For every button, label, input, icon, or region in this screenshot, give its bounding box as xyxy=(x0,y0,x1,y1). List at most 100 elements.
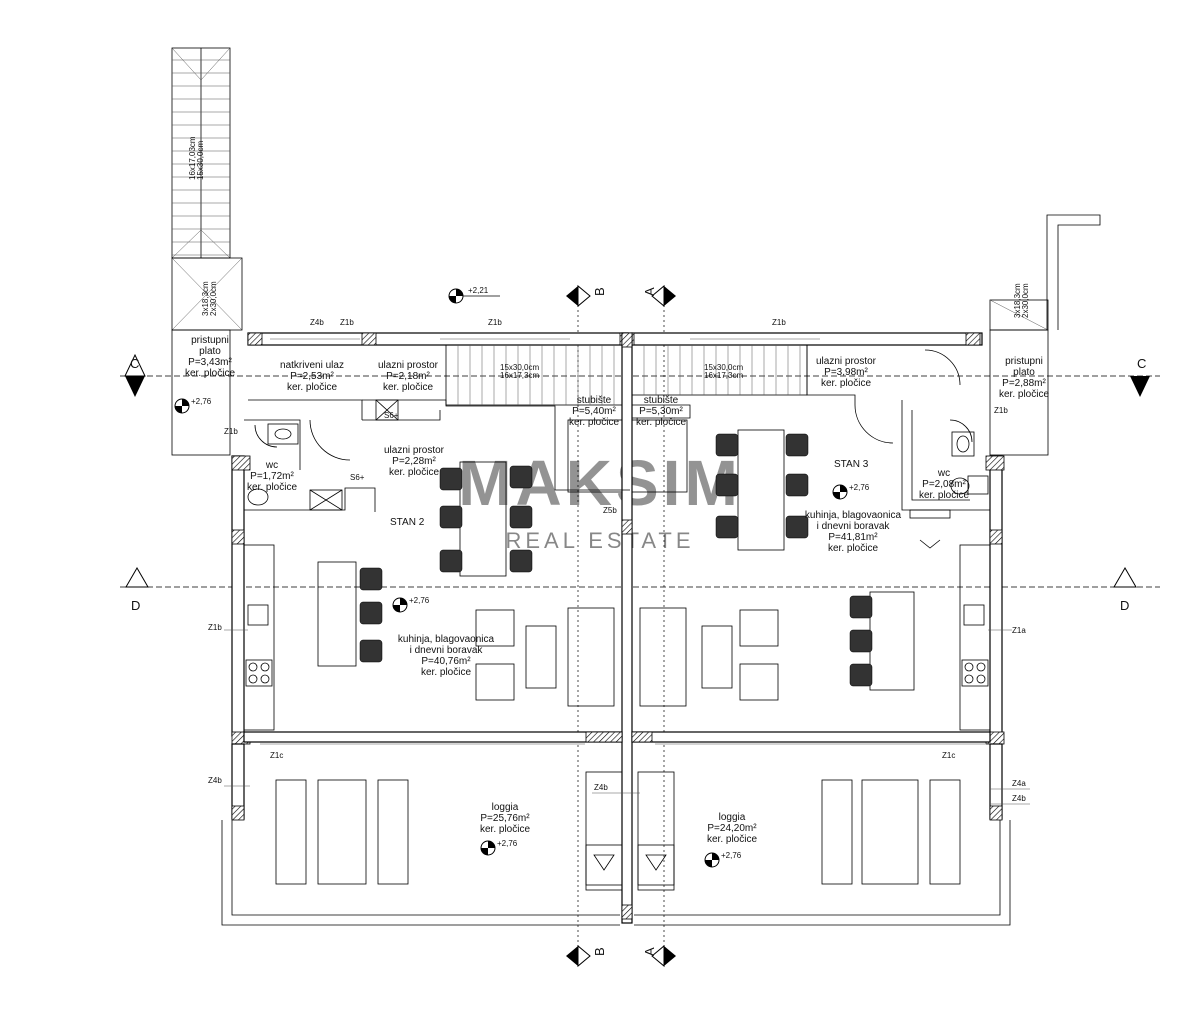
svg-text:Z4a: Z4a xyxy=(1012,779,1026,788)
chair xyxy=(439,467,463,491)
chair xyxy=(849,663,873,687)
svg-text:Z1a: Z1a xyxy=(1012,626,1026,635)
chair xyxy=(359,601,383,625)
level-marker-top: +2,21 xyxy=(448,286,500,304)
section-marker-d-left: D xyxy=(125,567,149,613)
svg-text:D: D xyxy=(1120,598,1129,613)
svg-text:B: B xyxy=(592,287,607,296)
svg-text:Z1b: Z1b xyxy=(340,318,354,327)
svg-text:S6+: S6+ xyxy=(350,473,365,482)
kitchen-left xyxy=(243,544,357,731)
svg-text:A: A xyxy=(642,947,657,956)
loggia-left-furniture xyxy=(275,771,623,891)
section-marker-a-bottom: A xyxy=(642,944,676,968)
section-marker-b-top: B xyxy=(566,284,607,308)
chair xyxy=(439,505,463,529)
svg-text:S6+: S6+ xyxy=(384,411,399,420)
chair xyxy=(715,473,739,497)
living-left xyxy=(475,607,615,707)
level-value: +2,76 xyxy=(721,851,742,860)
chair xyxy=(439,549,463,573)
section-marker-a-top: A xyxy=(642,284,676,308)
level-marker: +2,76 xyxy=(480,839,518,856)
chair xyxy=(849,595,873,619)
level-value: +2,76 xyxy=(191,397,212,406)
svg-text:Z1c: Z1c xyxy=(942,751,955,760)
chair xyxy=(785,473,809,497)
svg-text:Z4b: Z4b xyxy=(310,318,324,327)
chair xyxy=(785,433,809,457)
svg-text:B: B xyxy=(592,947,607,956)
level-marker: +2,76 xyxy=(174,397,212,414)
svg-text:+2,21: +2,21 xyxy=(468,286,489,295)
element-tags: Z4b Z1b Z1b Z1b Z1b Z1b Z1b S6+ S6+ Z5b … xyxy=(208,318,1030,805)
chair xyxy=(849,629,873,653)
doors xyxy=(254,349,973,461)
chair xyxy=(359,567,383,591)
level-marker: +2,76 xyxy=(704,851,742,868)
chairs xyxy=(359,433,873,687)
level-value: +2,76 xyxy=(849,483,870,492)
svg-text:Z1c: Z1c xyxy=(270,751,283,760)
chair xyxy=(785,515,809,539)
svg-text:D: D xyxy=(131,598,140,613)
chair xyxy=(359,639,383,663)
dining-table-right xyxy=(737,429,785,551)
level-marker: +2,76 xyxy=(832,483,870,500)
svg-text:C: C xyxy=(130,356,139,371)
svg-text:Z4b: Z4b xyxy=(1012,794,1026,803)
unit-label-stan2: STAN 2 xyxy=(390,517,425,528)
level-value: +2,76 xyxy=(497,839,518,848)
level-value: +2,76 xyxy=(409,596,430,605)
svg-text:Z4b: Z4b xyxy=(208,776,222,785)
level-marker: +2,76 xyxy=(392,596,430,613)
stair-right-exterior: 3x18,3cm2x30,0cm xyxy=(989,214,1101,456)
chair xyxy=(509,505,533,529)
chair xyxy=(715,433,739,457)
svg-text:Z1b: Z1b xyxy=(994,406,1008,415)
watermark-logo: MAKSIM xyxy=(458,447,742,519)
svg-text:Z4b: Z4b xyxy=(594,783,608,792)
svg-text:Z1b: Z1b xyxy=(224,427,238,436)
svg-text:A: A xyxy=(642,287,657,296)
svg-text:Z1b: Z1b xyxy=(208,623,222,632)
stair-left-exterior: 16x17,03cm15x30,0cm 3x18,3cm2x30,0cm xyxy=(171,47,243,456)
kitchen-right xyxy=(869,544,991,731)
svg-text:3x18,3cm2x30,0cm: 3x18,3cm2x30,0cm xyxy=(1013,283,1030,318)
unit-label-stan3: STAN 3 xyxy=(834,459,869,470)
building-walls xyxy=(221,332,1011,926)
chair xyxy=(509,549,533,573)
section-marker-b-bottom: B xyxy=(566,944,607,968)
section-marker-c-right: C xyxy=(1130,356,1150,397)
svg-text:Z5b: Z5b xyxy=(603,506,617,515)
section-marker-d-right: D xyxy=(1113,567,1137,613)
svg-text:16x17,03cm15x30,0cm: 16x17,03cm15x30,0cm xyxy=(188,136,205,180)
svg-text:C: C xyxy=(1137,356,1146,371)
loggia-right-furniture xyxy=(637,771,961,891)
chair xyxy=(509,465,533,489)
watermark-subtitle: REAL ESTATE xyxy=(505,528,694,553)
section-marker-c-left: C xyxy=(124,353,146,397)
svg-text:Z1b: Z1b xyxy=(772,318,786,327)
living-right xyxy=(639,607,779,707)
svg-text:Z1b: Z1b xyxy=(488,318,502,327)
svg-text:3x18,3cm2x30,0cm: 3x18,3cm2x30,0cm xyxy=(201,281,218,316)
chair xyxy=(715,515,739,539)
